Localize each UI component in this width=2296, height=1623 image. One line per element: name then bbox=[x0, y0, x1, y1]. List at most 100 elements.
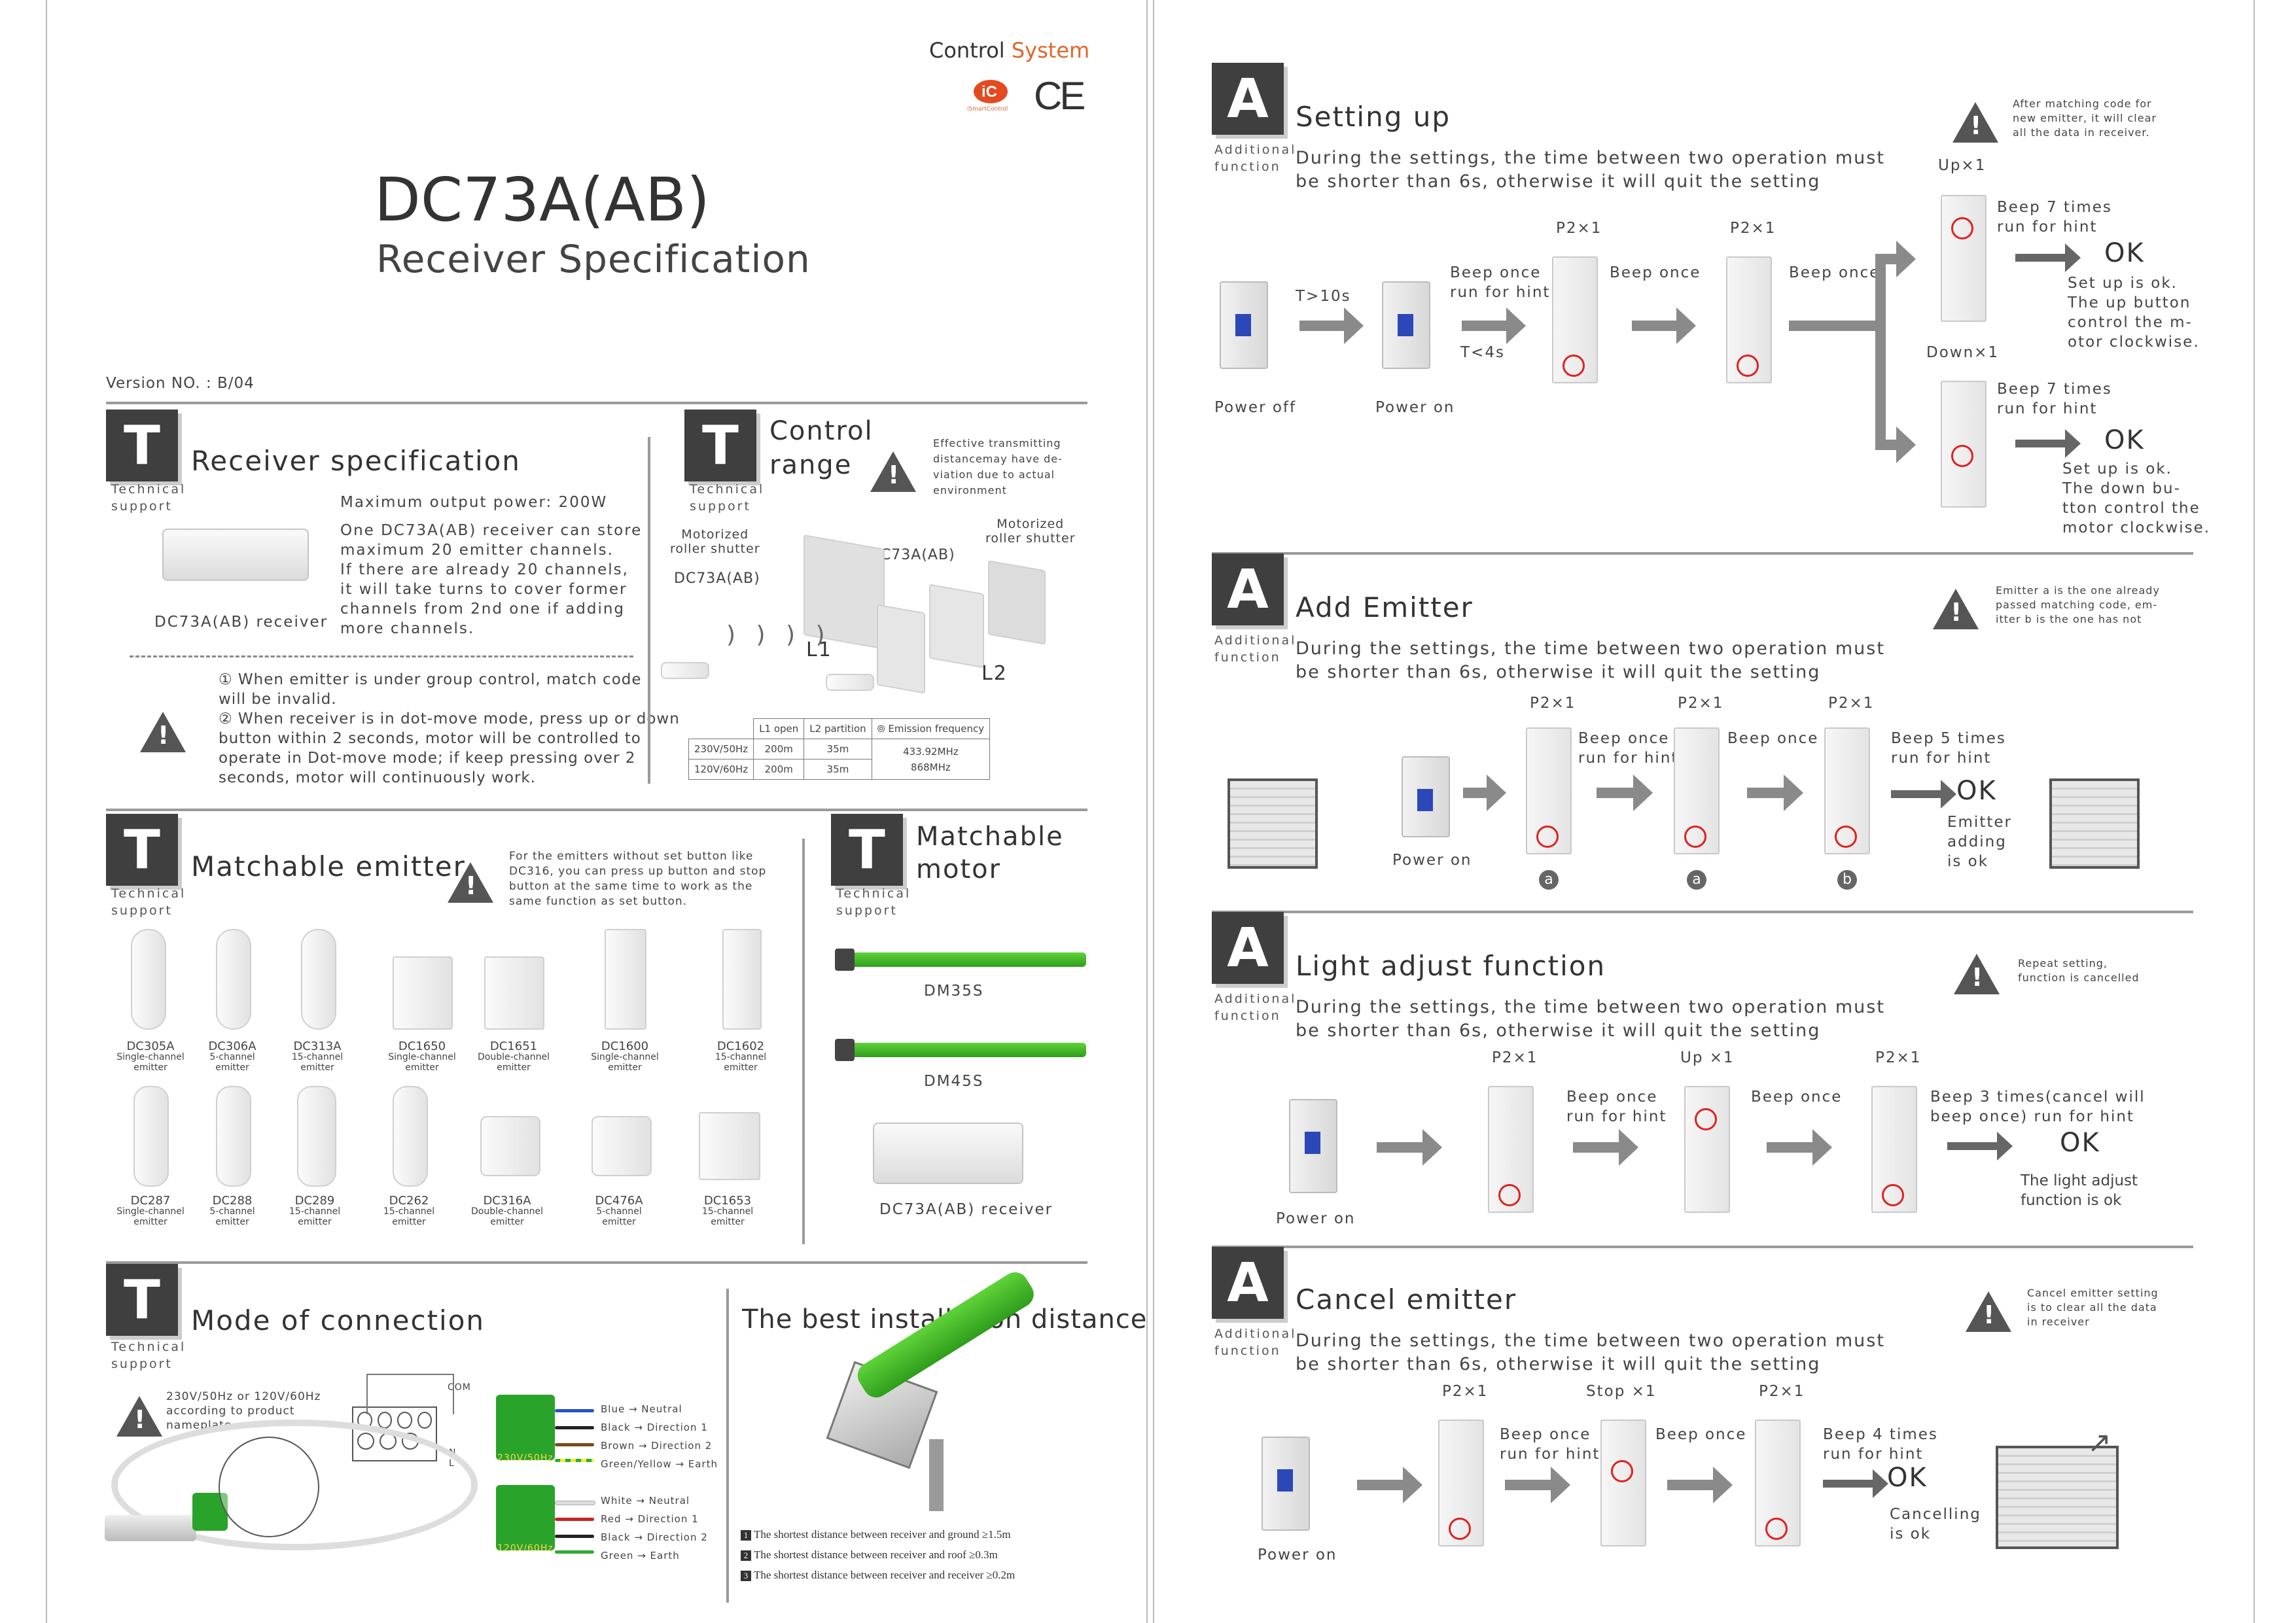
t-label: T<4s bbox=[1460, 344, 1505, 361]
brand-logo: iC iSmartControl bbox=[967, 73, 1009, 113]
wire-blue bbox=[555, 1409, 594, 1412]
flow-arrow bbox=[1463, 775, 1506, 811]
press-indicator bbox=[1835, 826, 1857, 848]
emitter-image bbox=[699, 1112, 760, 1180]
branch-line bbox=[1875, 254, 1886, 441]
press-indicator bbox=[1951, 217, 1973, 239]
divider bbox=[1212, 1246, 2193, 1248]
ce-mark: CE bbox=[1034, 74, 1086, 118]
product-subtitle: Receiver Specification bbox=[376, 237, 811, 281]
left-page bbox=[46, 0, 1148, 1623]
voltage-label: 230V/50Hz bbox=[497, 1453, 554, 1463]
remote-image bbox=[1871, 1086, 1917, 1213]
section-badge: T bbox=[106, 1264, 178, 1336]
emitter-image bbox=[722, 929, 762, 1030]
wiring-lines bbox=[366, 1374, 454, 1414]
flow-arrow bbox=[1505, 1467, 1570, 1503]
badge-sub: Additional function bbox=[1214, 143, 1297, 174]
light-adjust-title: Light adjust function bbox=[1296, 950, 1606, 982]
p2-label: P2×1 bbox=[1828, 695, 1875, 712]
emitter-image bbox=[605, 929, 646, 1030]
section-badge: A bbox=[1212, 553, 1284, 625]
ok-label: OK bbox=[1887, 1463, 1928, 1493]
ok-arrow bbox=[2015, 429, 2081, 458]
remote-image bbox=[1684, 1086, 1730, 1213]
divider bbox=[106, 809, 1087, 811]
control-range-title-2: range bbox=[769, 450, 853, 480]
receiver-image bbox=[162, 529, 309, 581]
emitter-image bbox=[661, 662, 709, 679]
flow-arrow bbox=[1573, 1129, 1638, 1166]
connector-plug bbox=[496, 1485, 555, 1550]
badge-sub: Additional function bbox=[1214, 1327, 1297, 1358]
table-header: L1 open bbox=[753, 718, 805, 739]
emitter-image bbox=[484, 956, 544, 1030]
emitter-image bbox=[393, 1086, 428, 1187]
stop-label: Stop ×1 bbox=[1586, 1383, 1657, 1400]
ok-arrow bbox=[1891, 780, 1956, 809]
divider bbox=[1212, 552, 2193, 555]
partition-wall bbox=[929, 584, 984, 669]
p2-label: P2×1 bbox=[1730, 220, 1776, 237]
divider bbox=[802, 839, 805, 1244]
shutter-panel bbox=[988, 560, 1046, 645]
setting-up-title: Setting up bbox=[1296, 101, 1451, 133]
power-on-breaker bbox=[1402, 756, 1450, 837]
brand-logo-text: iSmartControl bbox=[967, 106, 1008, 113]
remote-image bbox=[1726, 256, 1772, 383]
badge-sub: Additional function bbox=[1214, 633, 1297, 665]
power-on-label: Power on bbox=[1375, 399, 1455, 416]
power-on-breaker bbox=[1382, 281, 1430, 369]
control-range-title-1: Control bbox=[769, 416, 874, 446]
badge-sub: Technical support bbox=[111, 1340, 186, 1371]
p2-label: P2×1 bbox=[1759, 1383, 1805, 1400]
partition-wall bbox=[877, 604, 925, 694]
max-power: Maximum output power: 200W bbox=[340, 494, 608, 511]
badge-sub: Additional function bbox=[1214, 992, 1297, 1023]
flow-arrow bbox=[1597, 775, 1653, 811]
p2-label: P2×1 bbox=[1678, 695, 1724, 712]
divider bbox=[648, 437, 650, 784]
section-badge: T bbox=[106, 410, 178, 481]
emitter-image bbox=[592, 1116, 652, 1176]
shutter-image bbox=[1227, 778, 1318, 869]
warning-icon: ! bbox=[140, 712, 186, 752]
signal-icon: ⦾ bbox=[877, 723, 889, 735]
flow-arrow bbox=[1299, 307, 1364, 344]
beep-hint: Beep once bbox=[1655, 1426, 1747, 1443]
receiver-spec-title: Receiver specification bbox=[191, 445, 521, 477]
branch-line bbox=[1789, 321, 1881, 331]
press-indicator bbox=[1695, 1108, 1717, 1130]
section-badge: A bbox=[1212, 912, 1284, 984]
p2-label: P2×1 bbox=[1556, 220, 1602, 237]
wire-black bbox=[555, 1535, 594, 1538]
version: Version NO. : B/04 bbox=[106, 375, 255, 392]
remote-image bbox=[1941, 381, 1987, 508]
ok-arrow bbox=[1823, 1469, 1888, 1498]
badge-sub: Technical support bbox=[690, 482, 765, 514]
table-row: 120V/60Hz 200m 35m bbox=[688, 759, 990, 780]
press-indicator bbox=[1449, 1518, 1471, 1540]
flow-arrow bbox=[1357, 1467, 1422, 1503]
remote-image bbox=[1526, 727, 1572, 854]
beep-hint: Beep once bbox=[1789, 264, 1881, 281]
